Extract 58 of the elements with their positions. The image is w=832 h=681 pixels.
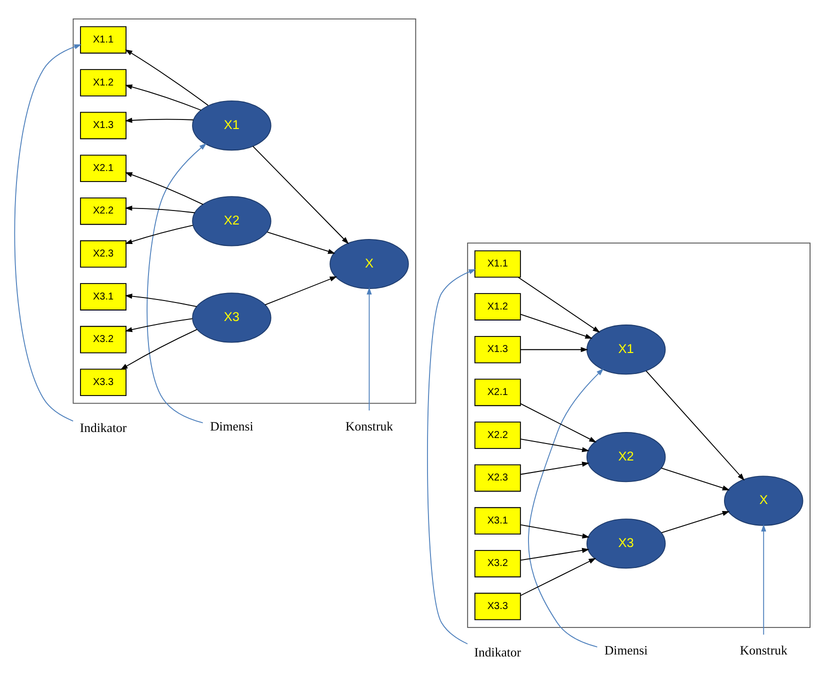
node-box: X1.1 [80,26,126,54]
node-box: X3.3 [80,368,126,396]
arrow [427,269,476,644]
arrow [14,44,82,422]
node-text: Dimensi [604,643,648,658]
node-ellipse: X [724,476,804,526]
node-text: Dimensi [210,419,254,434]
node-box: X1.3 [474,336,521,364]
node-box: X1.1 [474,250,521,278]
node-text: Konstruk [346,419,393,434]
arrow [125,49,209,106]
arrow [646,370,745,481]
arrow [520,558,596,596]
arrow [518,276,600,333]
arrow [520,548,590,561]
node-ellipse: X2 [192,196,272,246]
node-ellipse: X3 [192,292,272,343]
node-box: X3.2 [80,326,126,354]
arrow [661,510,730,534]
arrow [124,224,194,244]
arrow [660,468,730,490]
arrow [520,462,590,475]
arrow [252,146,349,244]
arrow [124,84,202,111]
arrow [366,287,372,411]
arrow [528,368,604,648]
arrow [124,206,196,214]
arrow [124,294,198,307]
node-box: X2.2 [474,422,521,449]
node-box: X2.1 [474,378,521,406]
node-box: X3.2 [474,550,521,578]
node-box: X3.1 [80,283,126,310]
node-box: X3.3 [474,592,521,620]
node-box: X2.1 [80,154,126,182]
node-ellipse: X2 [586,432,666,482]
node-box: X3.1 [474,507,521,534]
arrow [520,438,590,452]
arrow [520,524,590,538]
arrow [124,118,194,123]
node-box: X2.2 [80,198,126,225]
arrow [520,347,588,352]
node-text: Konstruk [740,643,788,658]
arrow [761,524,766,636]
arrow [146,143,207,424]
arrow [124,318,193,332]
node-text: Indikator [474,645,522,660]
node-text: Indikator [80,421,127,436]
arrow [520,314,593,339]
node-box: X1.2 [80,69,126,96]
node-box: X1.3 [80,112,126,140]
node-box: X2.3 [474,464,521,492]
node-box: X1.2 [474,293,521,320]
arrow [124,172,204,205]
arrow [264,276,338,306]
arrow [266,232,336,254]
arrow [520,403,597,442]
arrow [120,329,198,370]
node-box: X2.3 [80,240,126,268]
